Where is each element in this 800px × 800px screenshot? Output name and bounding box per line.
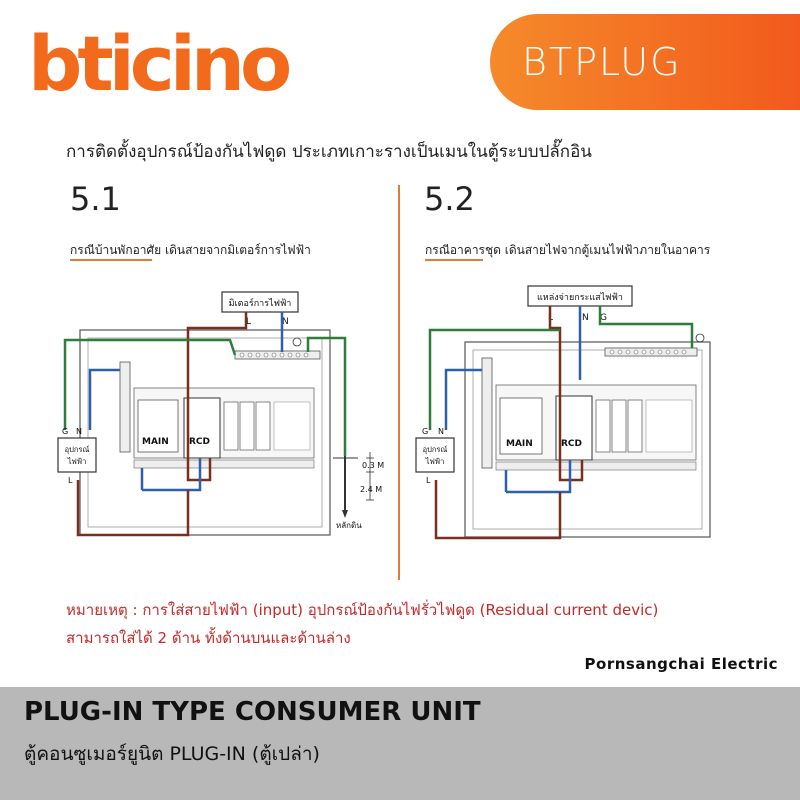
brand-credit: Pornsangchai Electric xyxy=(584,655,778,673)
device-box-2-label-2: ไฟฟ้า xyxy=(425,457,445,466)
device-wire-l: L xyxy=(68,476,73,485)
ground-rod-label: หลักดิน xyxy=(336,521,362,530)
section-2-subtitle: กรณีอาคารชุด เดินสายไฟจากตู้เมนไฟฟ้าภายใ… xyxy=(425,243,711,257)
section-1-subtitle: กรณีบ้านพักอาศัย เดินสายจากมิเตอร์การไฟฟ… xyxy=(70,243,311,257)
device-box-2-label-1: อุปกรณ์ xyxy=(423,445,448,454)
wire-label-n: N xyxy=(282,317,289,327)
wiring-diagram-1: มิเตอร์การไฟฟ้า L N MAIN RCD อุปกรณ์ ไฟฟ… xyxy=(57,291,384,537)
product-title: PLUG-IN TYPE CONSUMER UNIT xyxy=(24,697,481,727)
btplug-badge-text: BTPLUG xyxy=(522,40,682,84)
header: bticino BTPLUG xyxy=(0,0,800,120)
ground-depth-24: 2.4 M xyxy=(360,485,382,494)
wiring-diagram-2: แหล่งจ่ายกระแสไฟฟ้า L N G MAIN RCD อุปกร… xyxy=(415,285,711,540)
device2-wire-g: G xyxy=(422,427,428,436)
device2-wire-n: N xyxy=(438,427,444,436)
meter-box-label: มิเตอร์การไฟฟ้า xyxy=(229,297,292,309)
wire-label-l: L xyxy=(246,317,251,327)
btplug-badge: BTPLUG xyxy=(490,14,800,110)
rcd-label-2: RCD xyxy=(561,439,582,449)
rcd-label: RCD xyxy=(189,437,210,447)
section-divider xyxy=(398,185,400,580)
section-2-underline xyxy=(425,259,483,261)
footer: PLUG-IN TYPE CONSUMER UNIT ตู้คอนซูเมอร์… xyxy=(0,687,800,800)
section-1-underline xyxy=(70,259,152,261)
device-box-label-1: อุปกรณ์ xyxy=(65,445,90,454)
device-box-label-2: ไฟฟ้า xyxy=(67,457,87,466)
main-title: การติดตั้งอุปกรณ์ป้องกันไฟดูด ประเภทเกาะ… xyxy=(66,142,592,162)
note-line-1: หมายเหตุ : การใส่สายไฟฟ้า (input) อุปกรณ… xyxy=(66,601,659,619)
device-wire-n: N xyxy=(76,427,82,436)
section-1-number: 5.1 xyxy=(70,180,121,218)
section-2-number: 5.2 xyxy=(424,180,475,218)
wire-label-g-2: G xyxy=(600,313,607,323)
note-line-2: สามารถใส่ได้ 2 ด้าน ทั้งด้านบนและด้านล่า… xyxy=(66,629,351,647)
wire-label-n-2: N xyxy=(582,313,589,323)
device2-wire-l: L xyxy=(426,476,431,485)
product-subtitle: ตู้คอนซูเมอร์ยูนิต PLUG-IN (ตู้เปล่า) xyxy=(24,743,320,765)
ground-depth-03: 0.3 M xyxy=(362,461,384,470)
main-breaker-label: MAIN xyxy=(142,437,169,447)
power-source-box-label: แหล่งจ่ายกระแสไฟฟ้า xyxy=(537,292,623,303)
bticino-logo: bticino xyxy=(28,19,292,108)
device-wire-g: G xyxy=(62,427,68,436)
main-breaker-label-2: MAIN xyxy=(506,439,533,449)
